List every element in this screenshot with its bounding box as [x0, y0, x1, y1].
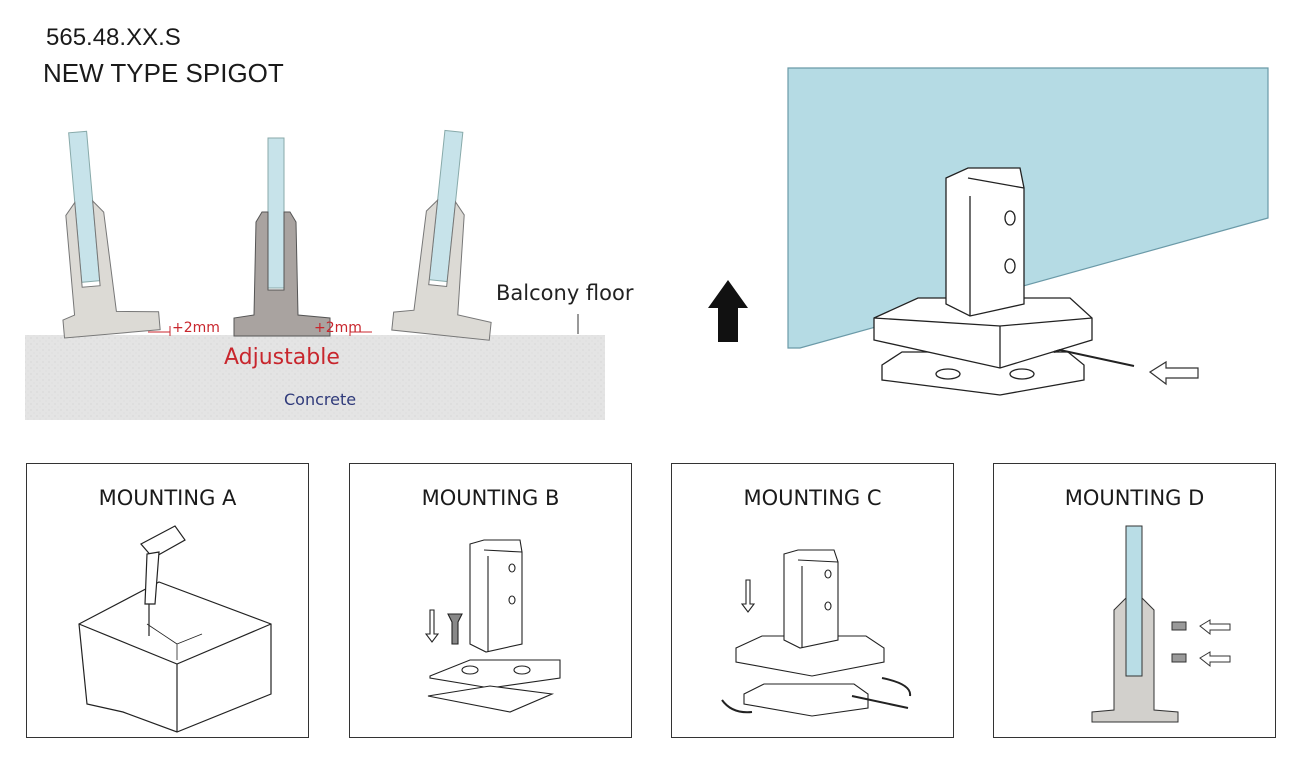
up-arrow-icon — [708, 280, 748, 342]
concrete-slab — [25, 335, 605, 420]
panel-mounting-a: MOUNTING A — [26, 463, 309, 738]
spigot-cover-illustration — [721, 549, 912, 717]
spigot-tilted-left — [62, 130, 161, 339]
spigot-straight — [233, 137, 331, 337]
spigot-3d-large — [873, 167, 1135, 396]
left-arrow-icon — [1199, 619, 1231, 636]
gap-left-label: +2mm — [172, 320, 220, 336]
rotate-arrow-icon — [721, 699, 753, 714]
panel-title: MOUNTING C — [743, 486, 882, 510]
drill-icon — [140, 525, 186, 636]
spigot-tilted-right — [391, 129, 492, 341]
left-arrow-icon — [1199, 651, 1231, 668]
panel-title: MOUNTING A — [98, 486, 237, 510]
panel-mounting-d: MOUNTING D — [993, 463, 1276, 738]
panel-title: MOUNTING B — [421, 486, 560, 510]
product-code: 565.48.XX.S — [46, 24, 181, 51]
panel-title: MOUNTING D — [1064, 486, 1205, 510]
spigot-bolt-illustration — [424, 539, 561, 713]
down-arrow-icon — [424, 609, 440, 643]
drill-illustration — [78, 525, 272, 733]
panel-mounting-c: MOUNTING C — [671, 463, 954, 738]
panel-mounting-b: MOUNTING B — [349, 463, 632, 738]
balcony-floor-label: Balcony floor — [496, 281, 634, 305]
concrete-label: Concrete — [284, 390, 357, 409]
gap-marker-left — [148, 326, 171, 336]
side-arrow-icon — [1148, 360, 1199, 386]
rotate-arrow-icon — [881, 677, 912, 697]
product-title: NEW TYPE SPIGOT — [43, 58, 284, 88]
spigot-section-illustration — [1091, 525, 1231, 723]
down-arrow-icon — [740, 579, 756, 613]
gap-right-label: +2mm — [314, 320, 362, 336]
glass-panel — [787, 67, 1269, 349]
adjustable-label: Adjustable — [224, 345, 340, 370]
gap-marker-right — [349, 326, 372, 336]
